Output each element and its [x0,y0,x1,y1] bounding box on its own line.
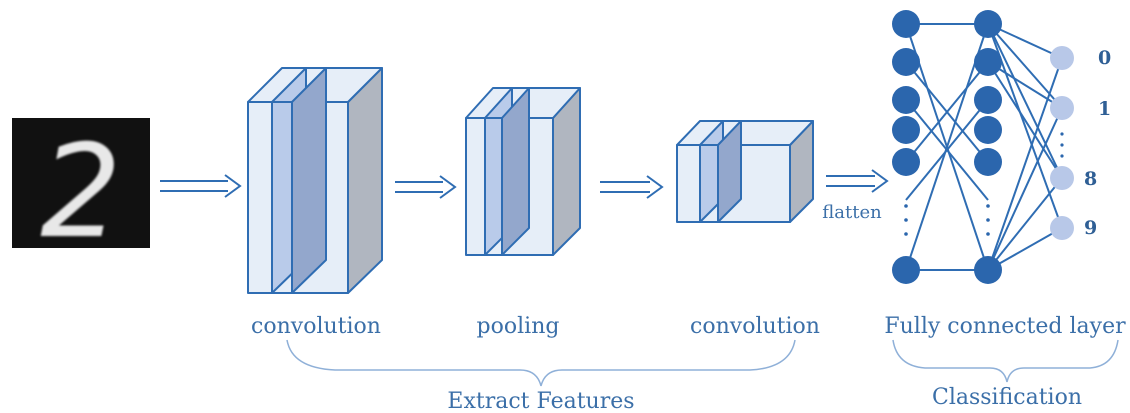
output-layer [1050,46,1074,240]
fc1-node [892,116,920,144]
brace-classification [892,339,1119,383]
fc2-node [974,256,1002,284]
output-label-0: 0 [1098,47,1111,69]
output-node-8 [1050,166,1074,190]
arrow-pool-to-conv2 [600,175,664,199]
input-digit-image: 2 [12,118,150,267]
fc2-node [974,10,1002,38]
output-node-0 [1050,46,1074,70]
output-node-1 [1050,96,1074,120]
output-label-9: 9 [1084,217,1097,239]
output-node-9 [1050,216,1074,240]
fc1-node [892,148,920,176]
arrow-conv1-to-pool [395,175,457,199]
label-fully-connected: Fully connected layer [884,314,1126,339]
input-digit-glyph: 2 [40,118,121,267]
pool-block [465,87,581,256]
brace-extract-features [286,339,796,387]
fc1-node [892,10,920,38]
arrow-flatten [826,169,889,193]
label-classification: Classification [932,385,1082,410]
label-pooling: pooling [477,314,560,339]
fc1-node [892,48,920,76]
fc2-node [974,48,1002,76]
fc2-node [974,86,1002,114]
fc2-node [974,116,1002,144]
output-label-1: 1 [1098,98,1111,120]
label-convolution-1: convolution [251,314,381,339]
label-flatten: flatten [822,202,882,223]
fc-layer-1 [892,10,920,284]
fc1-node [892,256,920,284]
conv-block-2 [676,120,814,223]
output-label-8: 8 [1084,168,1097,190]
label-extract-features: Extract Features [447,389,634,413]
conv-block-1 [247,67,383,294]
fc1-node [892,86,920,114]
fc-network: 0 1 8 9 [892,10,1111,284]
label-convolution-2: convolution [690,314,820,339]
arrow-input-to-conv1 [160,174,242,198]
fc-layer-2 [974,10,1002,284]
fc2-node [974,148,1002,176]
